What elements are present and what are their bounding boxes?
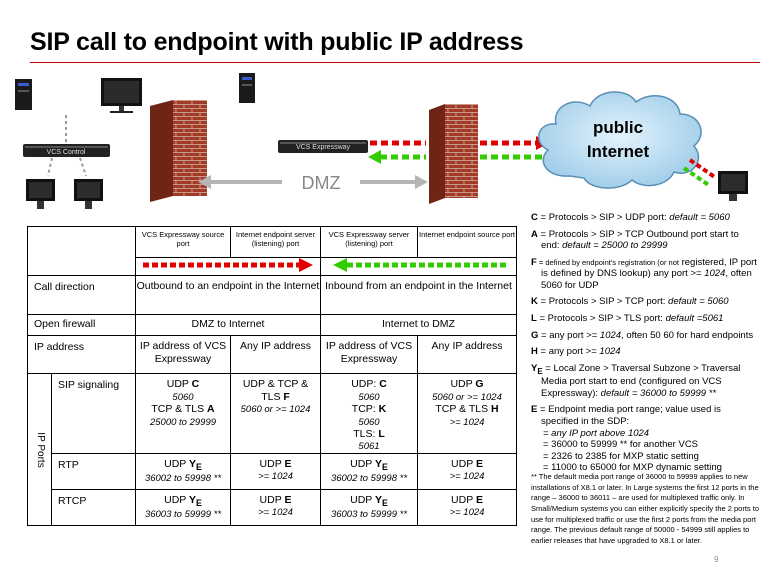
vcs-control-device-icon: VCS Control [23,144,110,157]
network-diagram: VCS Control VCS Expressway DMZ [15,73,748,209]
row-label-rtp: RTP [51,452,136,490]
vcs-expressway-label: VCS Expressway [296,144,351,151]
port-legend: C = Protocols > SIP > UDP port: default … [531,212,759,474]
inbound-arrow [368,150,545,164]
outbound-arrow-cell [135,256,321,277]
cell-ip-3: IP address of VCS Expressway [320,335,418,375]
footnote: ** The default media port range of 36000… [531,472,760,545]
cell-sip-4: UDP G 5060 or >= 1024 TCP & TLS H >= 102… [417,373,517,454]
cell-inbound-firewall: Internet to DMZ [320,314,517,337]
monitor-icon [101,78,142,113]
col-header: Internet endpoint server (listening) por… [230,226,321,258]
cell-outbound-direction: Outbound to an endpoint in the Internet [135,275,321,316]
cell-sip-3: UDP: C 5060 TCP: K 5060 TLS: L 5061 [320,373,418,454]
outbound-table-arrow [143,258,313,272]
vcs-control-label: VCS Control [47,149,86,156]
ip-ports-label: IP Ports [34,431,46,468]
video-endpoint-icon [26,179,55,209]
page-number: 9 [714,555,719,564]
cell-rtcp-4: UDP E>= 1024 [417,488,517,526]
cloud-label-line1: public [593,118,643,137]
legend-item-k: K = Protocols > SIP > TCP port: default … [531,296,729,308]
server-tower-icon [239,73,255,103]
legend-item-f: F = defined by endpoint's registration (… [531,256,757,291]
dmz-label: DMZ [302,173,341,193]
port-table: VCS Expressway source port Internet endp… [27,225,517,526]
legend-item-y: YE = Local Zone > Traversal Subzone > Tr… [531,362,741,399]
legend-item-e: E = Endpoint media port range; value use… [531,404,721,428]
internet-endpoint-icon [718,171,748,201]
inbound-table-arrow [332,258,507,272]
dmz-double-arrow: DMZ [198,173,428,193]
legend-item-c: C = Protocols > SIP > UDP port: default … [531,212,730,223]
legend-e-line: = 36000 to 59999 ** for another VCS [543,439,699,451]
cell-sip-2: UDP & TCP & TLS F 5060 or >= 1024 [230,373,321,454]
row-label-ip-address: IP address [27,335,136,375]
cell-ip-1: IP address of VCS Expressway [135,335,231,375]
public-internet-cloud: public Internet [538,91,702,189]
legend-e-line: = any IP port above 1024 [543,427,650,439]
cloud-label-line2: Internet [587,142,650,161]
legend-item-g: G = any port >= 1024, often 50 60 for ha… [531,329,754,341]
row-label-open-firewall: Open firewall [27,314,136,337]
cell-rtp-2: UDP E>= 1024 [230,452,321,490]
cell-sip-1: UDP C 5060 TCP & TLS A 25000 to 29999 [135,373,231,454]
cell-rtp-4: UDP E>= 1024 [417,452,517,490]
row-label-sip: SIP signaling [51,373,136,454]
network-link [47,115,87,177]
cell-outbound-firewall: DMZ to Internet [135,314,321,337]
firewall-right-icon [429,104,478,204]
server-tower-icon [15,79,32,110]
row-label-rtcp: RTCP [51,488,136,526]
legend-item-h: H = any port >= 1024 [531,346,621,358]
row-label-call-direction: Call direction [27,275,136,316]
cell-ip-4: Any IP address [417,335,517,375]
ip-ports-label-cell: IP Ports [27,373,52,526]
video-endpoint-icon [74,179,103,209]
inbound-arrow-cell [320,256,517,277]
cell-rtcp-2: UDP E>= 1024 [230,488,321,526]
vcs-expressway-device-icon: VCS Expressway [278,140,368,153]
title-underline [30,62,760,63]
legend-item-a: A = Protocols > SIP > TCP Outbound port … [531,228,739,252]
cell-ip-2: Any IP address [230,335,321,375]
col-header: VCS Expressway source port [135,226,231,258]
legend-e-line: = 2326 to 2385 for MXP static setting [543,450,699,462]
legend-item-l: L = Protocols > SIP > TLS port: default … [531,313,724,325]
table-corner-cell [27,225,136,277]
col-header: VCS Expressway server (listening) port [320,226,418,258]
legend-e-line: = 11000 to 65000 for MXP dynamic setting [543,462,722,474]
internet-endpoint-arrows [682,158,718,188]
cell-inbound-direction: Inbound from an endpoint in the Internet [320,275,517,316]
page-title: SIP call to endpoint with public IP addr… [30,28,524,56]
firewall-left-icon [150,100,207,202]
col-header: Internet endpoint source port [417,226,517,258]
